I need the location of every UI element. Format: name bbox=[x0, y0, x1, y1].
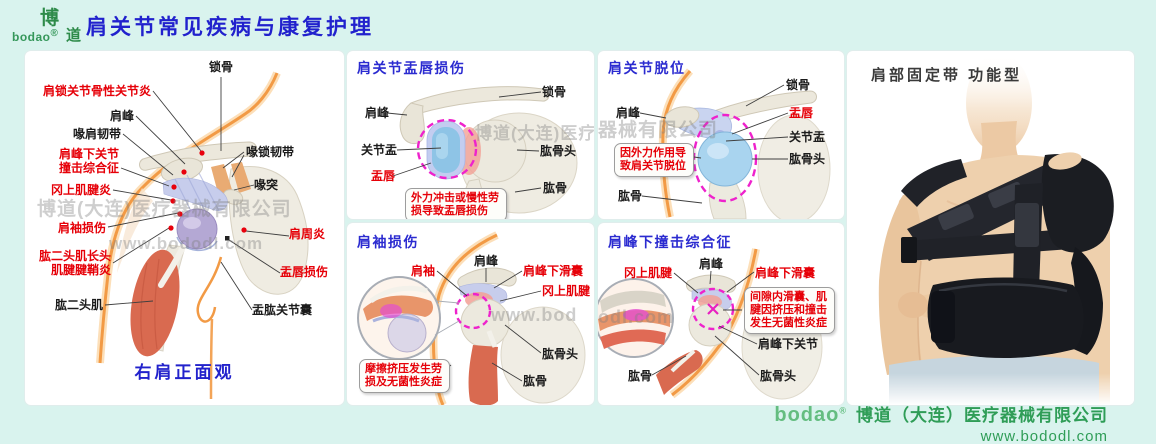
brace-product-panel: 肩部固定带 功能型 bbox=[846, 50, 1135, 406]
label-coracoclavicular-ligament: 喙锁韧带 bbox=[246, 145, 295, 159]
label-labrum: 盂唇 bbox=[371, 169, 396, 183]
watermark-url: www.bododl.com bbox=[109, 234, 264, 253]
label-labrum-injury: 盂唇损伤 bbox=[280, 265, 329, 279]
watermark-company: 博道(大连)医疗器械有限公司 bbox=[37, 199, 292, 220]
label-supraspinatus-tendon: 冈上肌腱 bbox=[624, 266, 673, 280]
impingement-panel: odl.com 肩峰下撞击综合征 冈上肌腱 肩峰 肩峰下滑囊 肩峰下关节 肱骨头… bbox=[597, 222, 845, 406]
footer-url: www.bododl.com bbox=[980, 428, 1108, 444]
cuff-injury-panel: www.bod 肩袖损伤 肩袖 肩峰 肩峰下滑囊 冈上肌腱 肱骨头 肱骨 摩擦挤… bbox=[346, 222, 595, 406]
cause-note: 外力冲击或慢性劳损导致盂唇损伤 bbox=[405, 188, 507, 219]
footer-company: 博道（大连）医疗器械有限公司 bbox=[856, 406, 1108, 425]
label-bursa: 肩峰下滑囊 bbox=[755, 266, 816, 280]
cuff-injury-illustration bbox=[357, 231, 586, 405]
magnifier-inset bbox=[598, 278, 674, 358]
cause-note: 间隙内滑囊、肌腱因挤压和撞击发生无菌性炎症 bbox=[744, 287, 835, 334]
label-glenoid: 关节盂 bbox=[361, 143, 398, 157]
logo-character-top: 博 bbox=[40, 8, 60, 29]
label-impingement: 肩峰下关节撞击综合征 bbox=[58, 147, 119, 175]
panel-title: 肩袖损伤 bbox=[357, 234, 419, 250]
label-ac-arthritis: 肩锁关节骨性关节炎 bbox=[42, 84, 151, 98]
label-cuff-injury: 肩袖损伤 bbox=[57, 221, 106, 235]
page-title: 肩关节常见疾病与康复护理 bbox=[86, 16, 374, 39]
product-title: 肩部固定带 功能型 bbox=[871, 67, 1023, 84]
label-humeral-head: 肱骨头 bbox=[789, 152, 826, 166]
dashed-highlight-circle bbox=[691, 287, 735, 331]
label-humerus: 肱骨 bbox=[618, 189, 643, 203]
cause-note: 摩擦挤压发生劳损及无菌性炎症 bbox=[359, 359, 450, 393]
label-labrum: 盂唇 bbox=[789, 106, 814, 120]
label-glenoid: 关节盂 bbox=[789, 130, 826, 144]
anatomy-caption: 右肩正面观 bbox=[134, 363, 235, 382]
dashed-highlight-circle bbox=[416, 118, 478, 180]
label-humerus: 肱骨 bbox=[628, 369, 653, 383]
labrum-injury-illustration bbox=[386, 86, 578, 219]
label-acromion: 肩峰 bbox=[365, 106, 390, 120]
label-biceps: 肱二头肌 bbox=[54, 298, 103, 312]
labrum-injury-panel: 博道(大连)医疗 肩关节盂唇损伤 肩峰 关节盂 盂唇 锁骨 肱骨头 肱骨 外力冲… bbox=[346, 50, 595, 220]
label-clavicle: 锁骨 bbox=[786, 78, 811, 92]
label-humerus: 肱骨 bbox=[543, 181, 568, 195]
label-humeral-head: 肱骨头 bbox=[760, 369, 797, 383]
footer: bodao® 博道（大连）医疗器械有限公司 www.bododl.com bbox=[774, 401, 1108, 444]
watermark-segment: 器械有限公司 bbox=[598, 120, 719, 141]
dashed-highlight-ellipse bbox=[692, 113, 758, 203]
logo-character-side: 道 bbox=[66, 27, 82, 44]
label-coracoacromial-ligament: 喙肩韧带 bbox=[72, 127, 121, 141]
impingement-x-marker bbox=[707, 303, 719, 315]
label-coracoid: 喙突 bbox=[254, 178, 279, 192]
label-acromion: 肩峰 bbox=[109, 109, 134, 123]
label-humerus: 肱骨 bbox=[523, 374, 548, 388]
leader-lines bbox=[104, 77, 290, 311]
label-cuff: 肩袖 bbox=[411, 264, 436, 278]
magnifier-inset bbox=[357, 276, 460, 360]
label-biceps-tenosynovitis: 肱二头肌长头肌腱腱鞘炎 bbox=[38, 249, 111, 277]
panel-title: 肩关节盂唇损伤 bbox=[357, 60, 466, 76]
registered-mark-icon: ® bbox=[839, 405, 847, 416]
shoulder-brace-photo bbox=[847, 53, 1134, 405]
watermark-segment: 博道(大连)医疗 bbox=[475, 124, 595, 143]
panel-title: 肩峰下撞击综合征 bbox=[608, 234, 732, 250]
dislocation-panel: 器械有限公司 肩关节脱位 肩峰 锁骨 盂唇 关节盂 肱骨头 肱骨 因外力作用导致… bbox=[597, 50, 845, 220]
pathology-dots bbox=[168, 150, 247, 233]
label-humeral-head: 肱骨头 bbox=[540, 144, 577, 158]
logo-script: bodao® bbox=[12, 28, 59, 44]
label-humeral-head: 肱骨头 bbox=[542, 347, 579, 361]
watermark-segment: odl.com bbox=[598, 307, 675, 327]
registered-mark-icon: ® bbox=[50, 28, 59, 39]
label-frozen-shoulder: 肩周炎 bbox=[289, 227, 326, 241]
footer-logo: bodao® bbox=[774, 404, 847, 426]
dashed-highlight-circle bbox=[454, 292, 492, 330]
brand-logo: 博 bodao® 道 bbox=[8, 2, 86, 48]
dislocation-illustration bbox=[639, 68, 831, 219]
shoulder-anatomy-illustration bbox=[96, 71, 309, 400]
label-subacromial-joint: 肩峰下关节 bbox=[758, 337, 819, 351]
label-supraspinatus-tendon: 冈上肌腱 bbox=[542, 284, 591, 298]
label-acromion: 肩峰 bbox=[616, 106, 641, 120]
label-clavicle: 锁骨 bbox=[542, 85, 567, 99]
label-capsule: 盂肱关节囊 bbox=[252, 303, 313, 317]
label-supraspinatus-tendinitis: 冈上肌腱炎 bbox=[50, 183, 111, 197]
watermark-segment: www.bod bbox=[491, 305, 578, 325]
panel-title: 肩关节脱位 bbox=[608, 60, 686, 76]
label-acromion: 肩峰 bbox=[699, 257, 724, 271]
label-acromion: 肩峰 bbox=[474, 254, 499, 268]
cause-note: 因外力作用导致肩关节脱位 bbox=[614, 143, 694, 177]
anatomy-panel: 博道(大连)医疗器械有限公司 www.bododl.com 肩锁关节骨性关节炎 … bbox=[24, 50, 345, 406]
label-clavicle: 锁骨 bbox=[209, 60, 234, 74]
label-bursa: 肩峰下滑囊 bbox=[523, 264, 584, 278]
